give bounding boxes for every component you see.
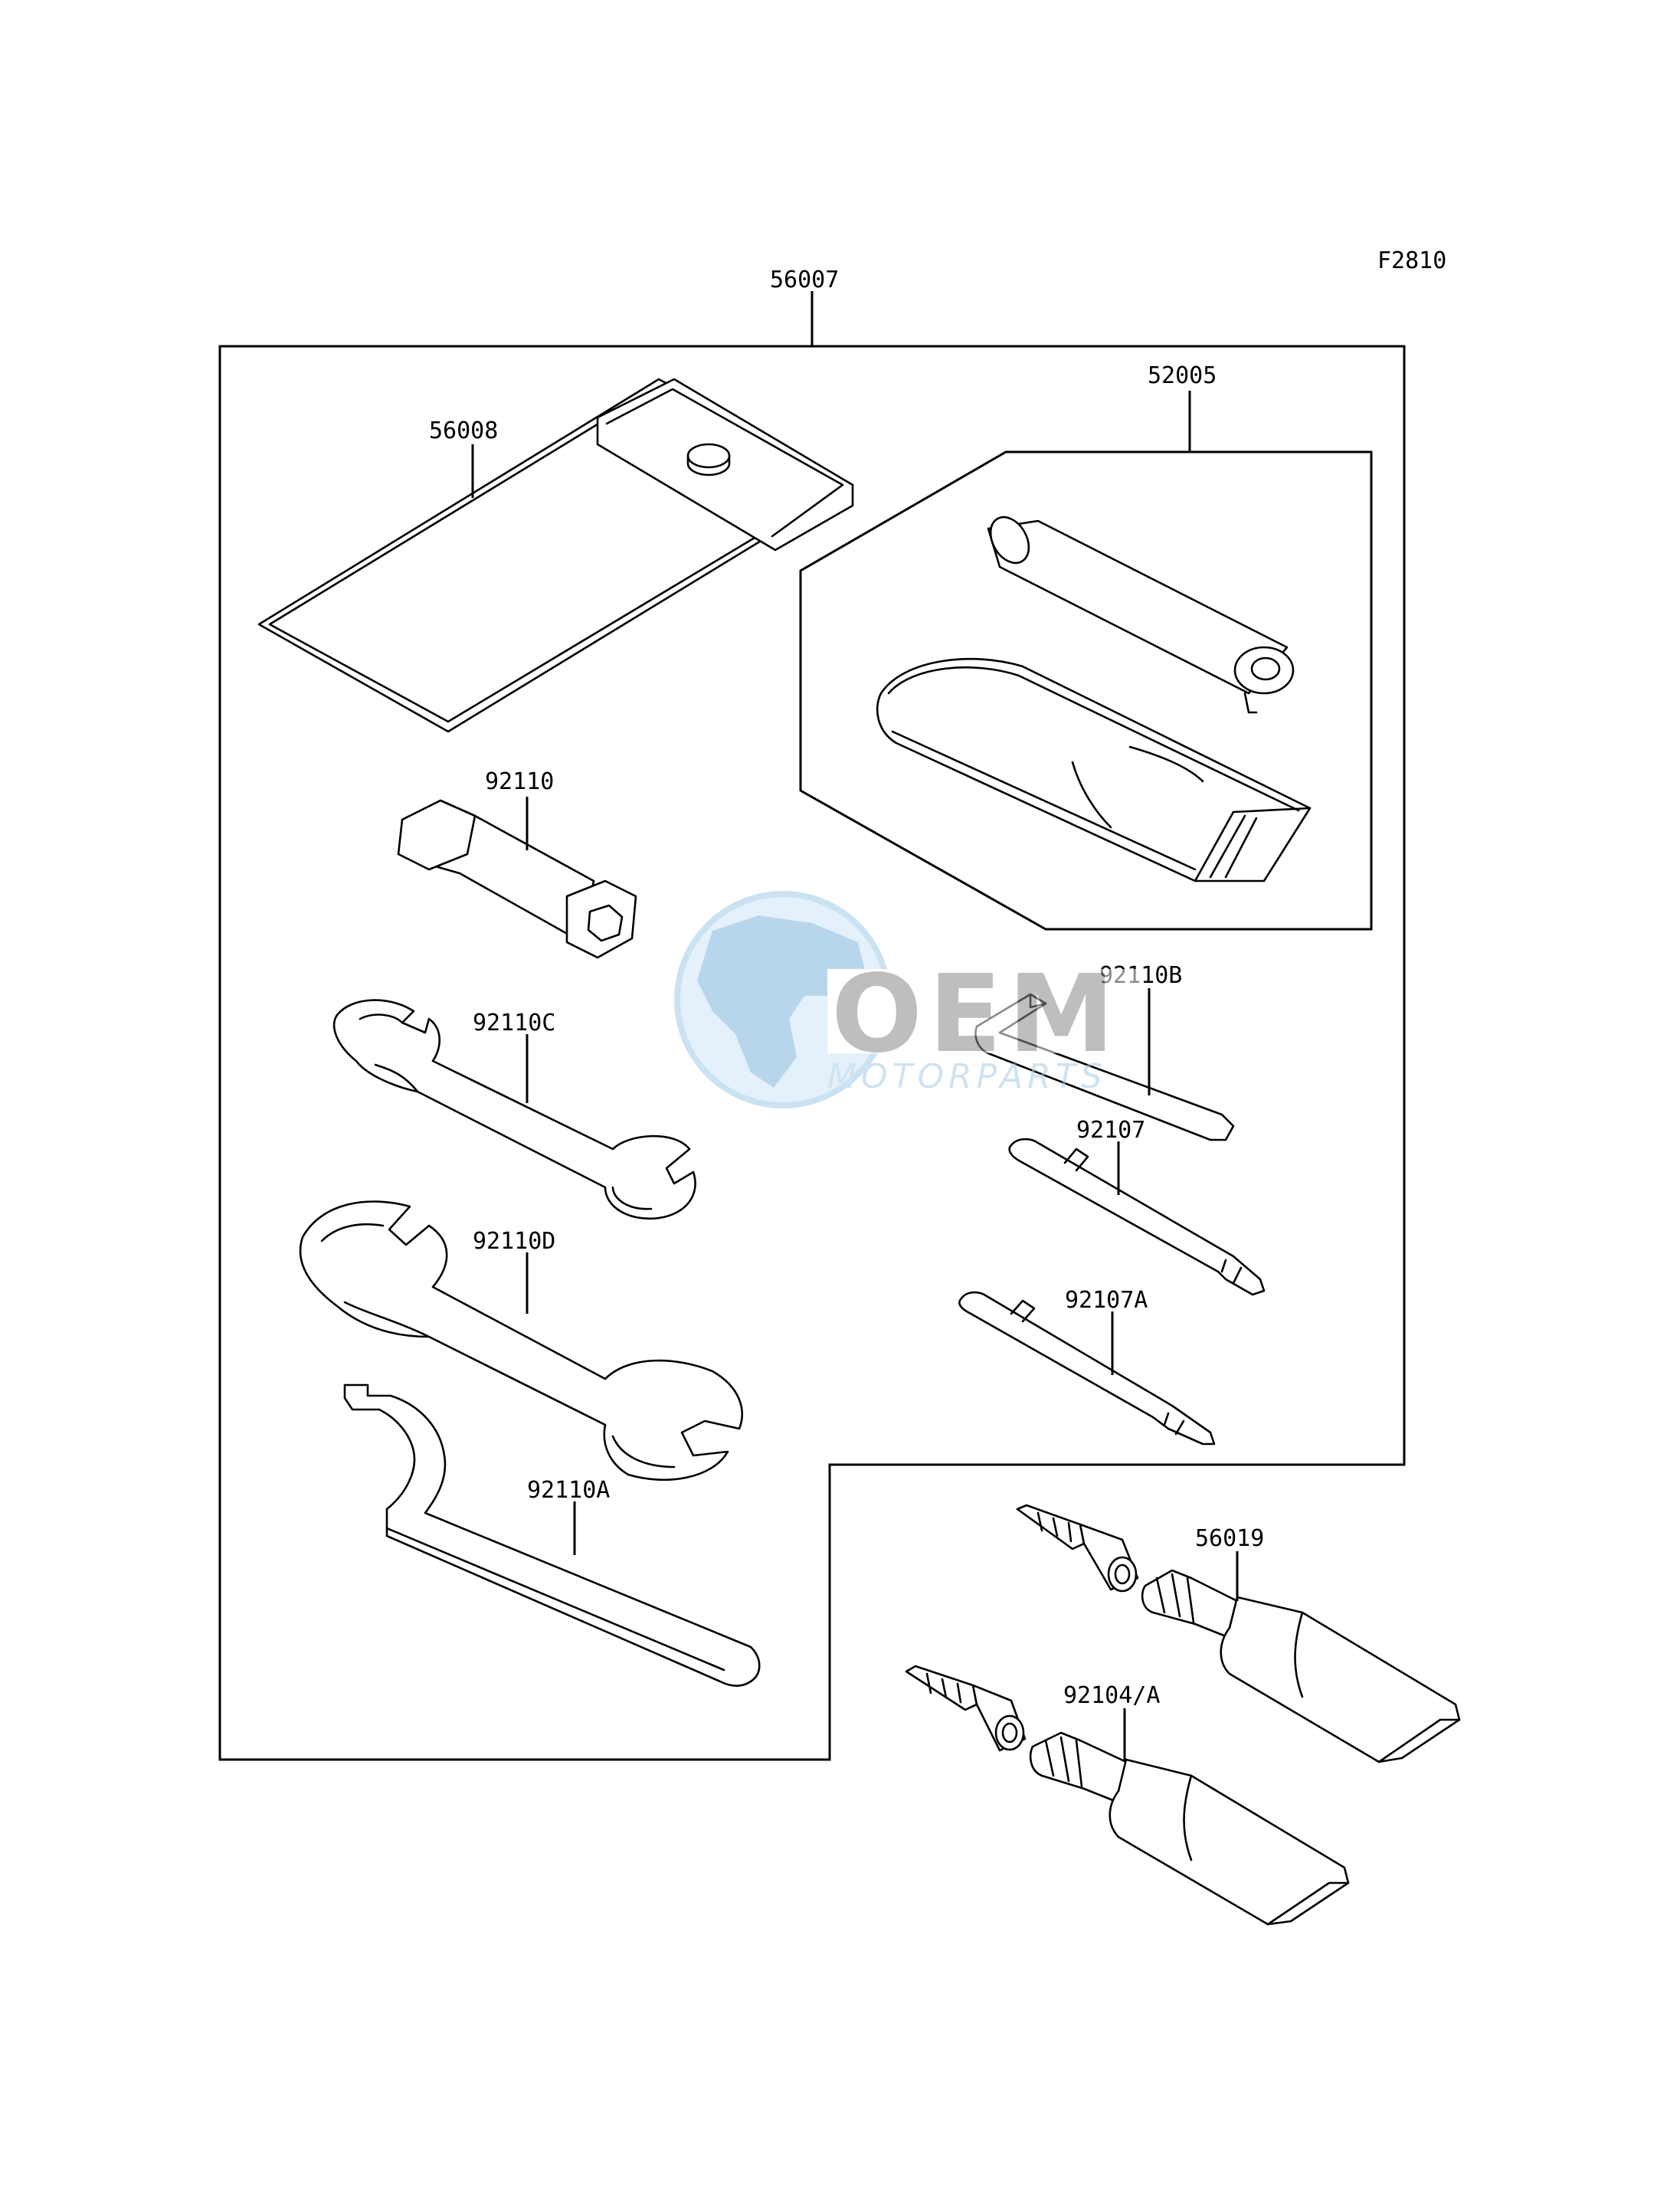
wrench-d-drawing xyxy=(299,1200,743,1482)
wrench-c-drawing xyxy=(332,999,696,1220)
oiler-boundary xyxy=(799,450,1373,931)
tube-92104a-drawing xyxy=(905,1665,1350,1926)
part-label-92107a[interactable]: 92107A xyxy=(1065,1287,1148,1314)
tool-bag-drawing xyxy=(257,378,854,733)
part-label-92107[interactable]: 92107 xyxy=(1076,1117,1145,1144)
spanner-a-drawing xyxy=(343,1383,761,1688)
part-label-56019[interactable]: 56019 xyxy=(1195,1525,1264,1552)
spark-plug-wrench-drawing xyxy=(397,799,637,959)
part-label-92110[interactable]: 92110 xyxy=(485,768,554,795)
part-label-92110c[interactable]: 92110C xyxy=(473,1010,555,1036)
part-label-92110d[interactable]: 92110D xyxy=(473,1228,555,1255)
watermark-letter-bg xyxy=(827,969,1141,1053)
kit-boundary xyxy=(218,345,1406,1761)
watermark-continent-shape xyxy=(697,915,866,1088)
part-label-92110a[interactable]: 92110A xyxy=(527,1477,610,1504)
watermark-logo: OEM MOTORPARTS xyxy=(674,891,1141,1108)
diagram-code: F2810 xyxy=(1377,247,1446,274)
oiler-pouch-drawing xyxy=(876,657,1312,882)
tube-56019-drawing xyxy=(1016,1504,1461,1763)
part-label-56008[interactable]: 56008 xyxy=(429,417,498,444)
part-label-56007[interactable]: 56007 xyxy=(770,267,839,293)
part-label-92104a[interactable]: 92104/A xyxy=(1063,1682,1160,1709)
watermark-sub-text: MOTORPARTS xyxy=(827,1057,1107,1096)
part-label-52005[interactable]: 52005 xyxy=(1148,362,1217,389)
oiler-drawing xyxy=(987,516,1295,714)
screwdriver-drawing xyxy=(1008,1138,1266,1296)
watermark-logo-text: OEM xyxy=(831,952,1121,1077)
screwdriver-a-drawing xyxy=(958,1291,1216,1446)
